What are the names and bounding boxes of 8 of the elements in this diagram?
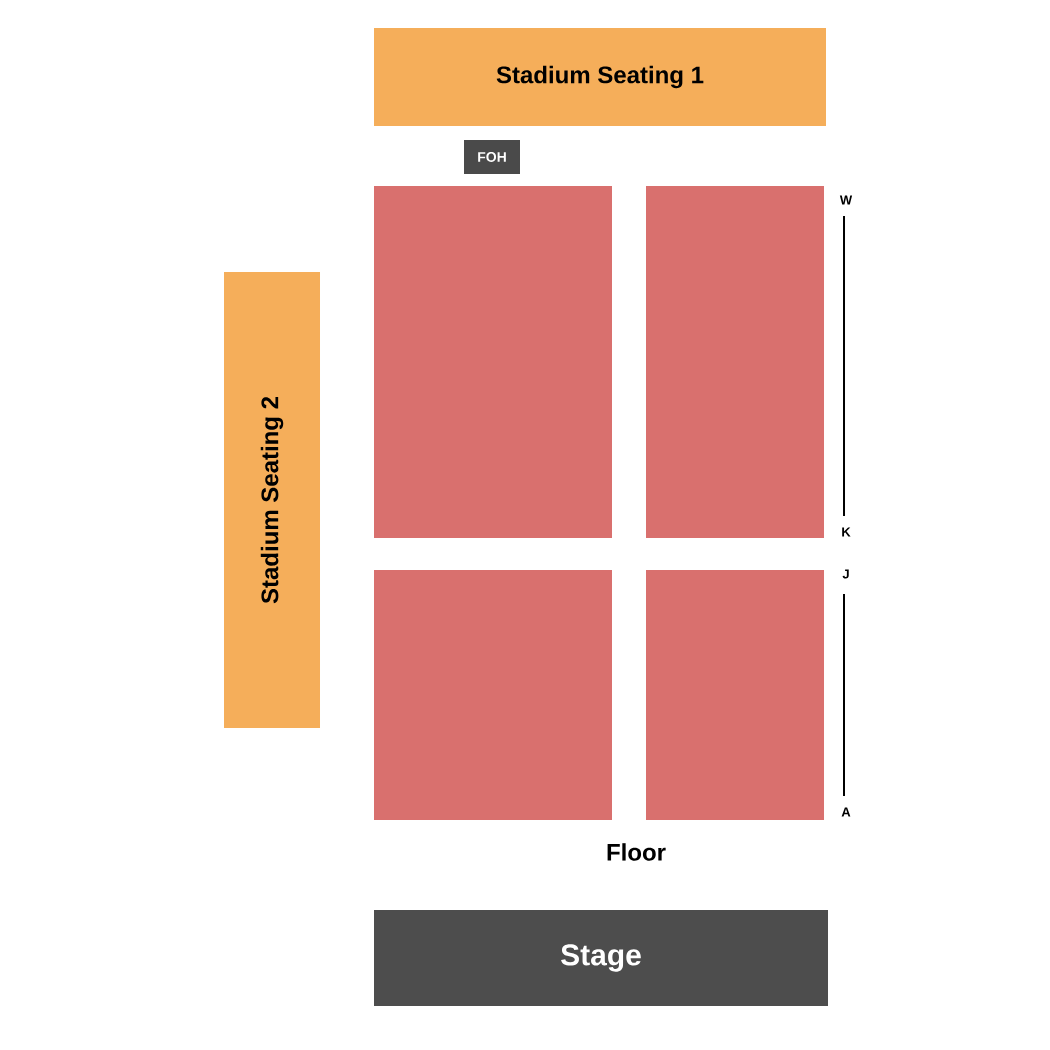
floor-section [374,570,612,820]
area-label: Floor [607,843,666,861]
stage: Stage [374,910,828,1006]
floor-section [646,186,824,538]
floor-section [374,186,612,538]
floor-section [646,570,824,820]
seating-section: Stadium Seating 2 [224,272,320,728]
seating-section: Stadium Seating 1 [374,28,826,126]
